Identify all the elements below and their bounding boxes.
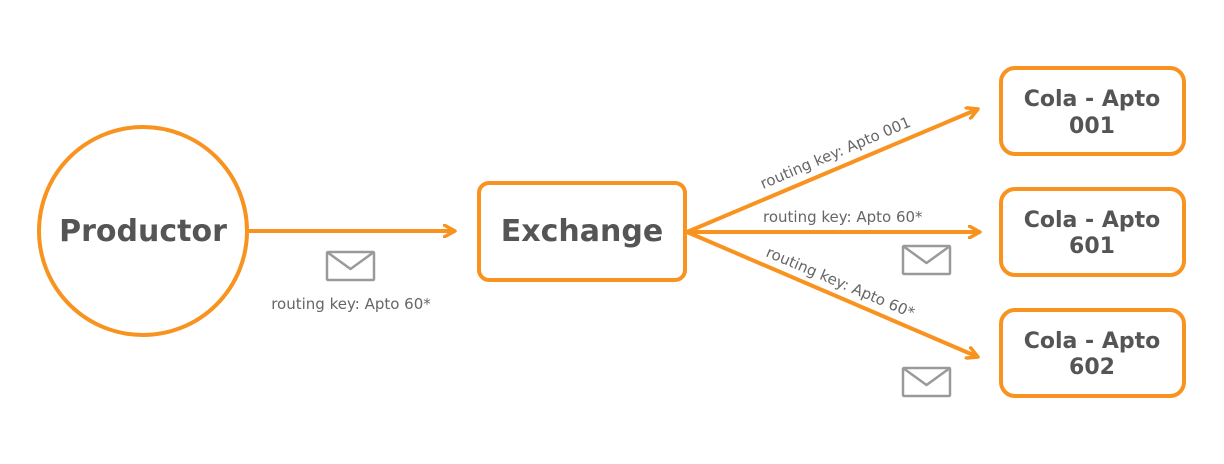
queue-label-line2: 602 <box>1069 355 1115 380</box>
exchange-label: Exchange <box>501 214 663 249</box>
queue-node-601: Cola - Apto 601 <box>999 187 1186 277</box>
producer-routing-key-label: routing key: Apto 60* <box>271 295 431 313</box>
route-label-601: routing key: Apto 60* <box>763 208 923 226</box>
route-label-001: routing key: Apto 001 <box>758 113 914 193</box>
exchange-node: Exchange <box>477 181 687 282</box>
envelope-icon <box>901 244 952 276</box>
queue-node-001: Cola - Apto 001 <box>999 66 1186 156</box>
queue-label-line1: Cola - Apto <box>1024 208 1161 233</box>
queue-label-line1: Cola - Apto <box>1024 87 1161 112</box>
queue-label-line2: 601 <box>1069 234 1115 259</box>
envelope-icon <box>325 250 376 282</box>
route-arrow-602 <box>686 230 978 357</box>
producer-node: Productor <box>37 125 249 337</box>
producer-label: Productor <box>59 214 227 249</box>
envelope-icon <box>901 366 952 398</box>
queue-label-line1: Cola - Apto <box>1024 329 1161 354</box>
route-arrow-001 <box>686 109 978 234</box>
route-label-602: routing key: Apto 60* <box>763 243 917 322</box>
queue-label-line2: 001 <box>1069 114 1115 139</box>
queue-node-602: Cola - Apto 602 <box>999 308 1186 398</box>
